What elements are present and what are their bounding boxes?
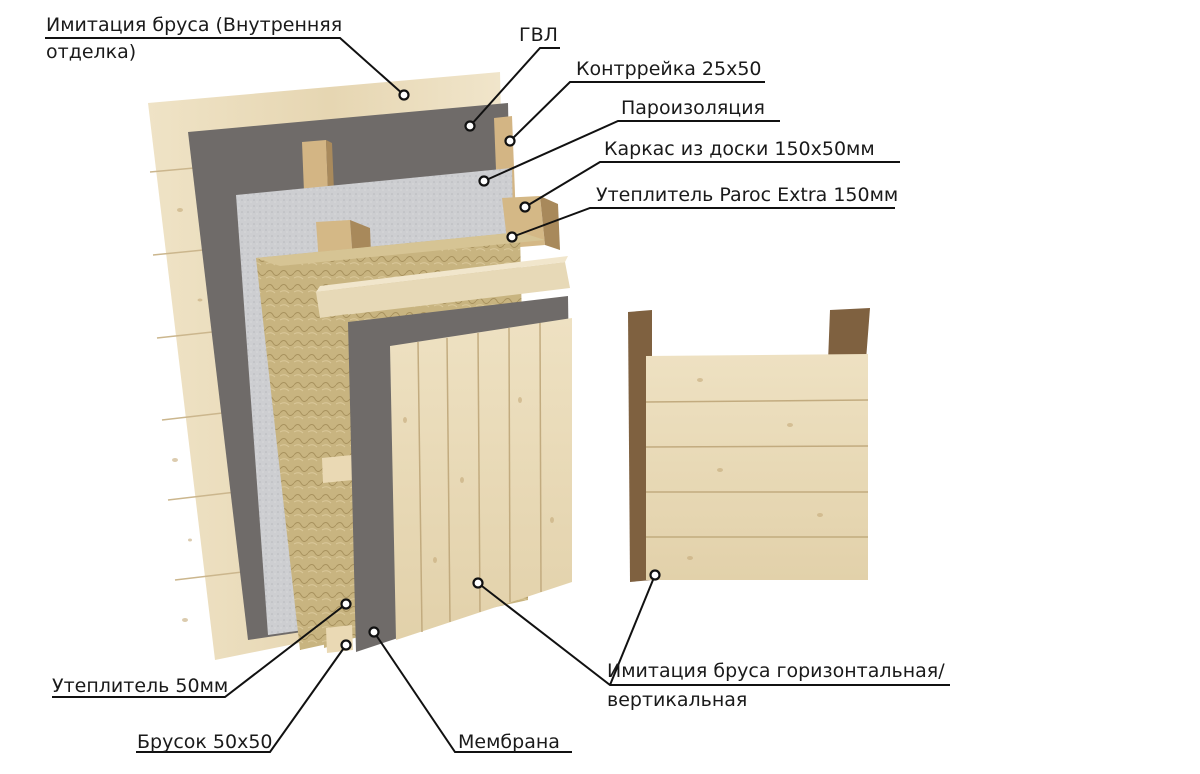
dot-vapor-barrier <box>478 175 490 187</box>
dot-gvl <box>464 120 476 132</box>
label-outer-finish-line2: вертикальная <box>607 689 748 711</box>
dot-counter-batten <box>504 135 516 147</box>
dot-membrane <box>368 626 380 638</box>
outer-finish-horizontal-sample <box>628 308 870 582</box>
dot-frame <box>519 201 531 213</box>
label-insulation-main: Утеплитель Paroc Extra 150мм <box>596 184 899 206</box>
label-insulation-50: Утеплитель 50мм <box>52 675 229 697</box>
label-vapor-barrier: Пароизоляция <box>621 97 765 119</box>
label-inner-finish-line2: отделка) <box>46 41 137 63</box>
label-outer-finish-line1: Имитация бруса горизонтальная/ <box>607 660 945 682</box>
leader-lines <box>45 37 950 753</box>
outer-finish-vertical <box>390 318 572 640</box>
callout-dots <box>340 89 661 651</box>
dot-insulation-50 <box>340 598 352 610</box>
dot-batten-50 <box>340 639 352 651</box>
label-inner-finish-line1: Имитация бруса (Внутренняя <box>46 14 343 36</box>
dot-outer-finish-sample <box>649 569 661 581</box>
dot-inner-finish <box>398 89 410 101</box>
label-batten-50: Брусок 50x50 <box>137 731 273 753</box>
dot-insulation-main <box>506 231 518 243</box>
label-counter-batten: Контррейка 25x50 <box>576 58 762 80</box>
label-frame: Каркас из доски 150x50мм <box>604 138 875 160</box>
label-membrane: Мембрана <box>458 731 560 753</box>
dot-outer-finish <box>472 577 484 589</box>
horizontal-batten <box>316 256 570 318</box>
label-gvl: ГВЛ <box>519 24 558 46</box>
